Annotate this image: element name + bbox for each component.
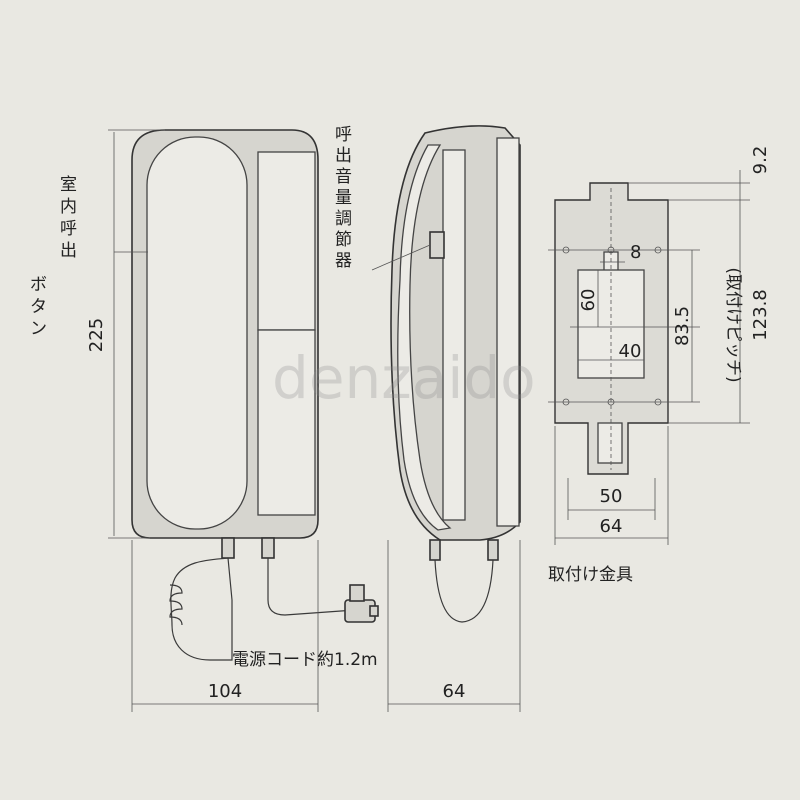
side-cord: [434, 559, 494, 623]
dim-8-text: 8: [630, 242, 641, 263]
dim-60-text: 60: [578, 289, 599, 312]
side-handset: [397, 144, 452, 531]
dim-225-text: 225: [86, 318, 107, 352]
watermark-text: denzaido: [272, 344, 536, 412]
dim-83-5-text: 83.5: [672, 306, 693, 346]
mounting-bracket-label: 取付け金具: [548, 565, 633, 585]
bracket-view: [548, 170, 750, 545]
svg-text:調: 調: [335, 209, 352, 229]
volume-control-knob: [429, 231, 445, 259]
front-view: [108, 129, 379, 712]
svg-text:量: 量: [335, 188, 352, 208]
svg-text:内: 内: [60, 197, 77, 217]
bracket-slot-bottom: [597, 422, 623, 464]
dim-104-text: 104: [208, 681, 242, 702]
dim-123-8-text: 123.8: [750, 289, 771, 341]
front-handset: [146, 136, 248, 530]
svg-text:タ: タ: [30, 297, 47, 317]
dim-64b-text: 64: [600, 516, 623, 537]
side-cord-plug-right: [487, 539, 499, 561]
call-volume-control-label: 呼 出 音 量 調 節 器: [335, 125, 352, 271]
svg-text:音: 音: [335, 167, 352, 187]
volume-control-leader: [371, 244, 431, 271]
front-lower-panel: [257, 329, 316, 516]
svg-text:ン: ン: [30, 319, 47, 339]
power-cord-label: 電源コード約1.2m: [232, 650, 378, 670]
svg-text:器: 器: [335, 251, 352, 271]
side-view: [371, 125, 521, 712]
dim-50-text: 50: [600, 486, 623, 507]
dim-40-text: 40: [619, 341, 642, 362]
svg-text:呼: 呼: [60, 219, 77, 239]
front-upper-panel: [257, 151, 316, 331]
svg-text:呼: 呼: [335, 125, 352, 145]
front-cord-plug-right: [261, 537, 275, 559]
mounting-pitch-label: (取付けピッチ): [723, 267, 743, 382]
svg-text:出: 出: [60, 241, 77, 261]
power-cord: [267, 558, 356, 616]
side-panel: [442, 149, 466, 521]
coiled-cord-shape: [169, 584, 183, 626]
side-rear: [496, 137, 520, 527]
svg-text:節: 節: [335, 230, 352, 250]
side-dim-64-text: 64: [443, 681, 466, 702]
svg-text:室: 室: [60, 175, 77, 195]
power-plug: [344, 584, 379, 623]
svg-text:ボ: ボ: [30, 275, 47, 295]
dim-9-2-text: 9.2: [750, 146, 771, 175]
svg-text:出: 出: [335, 146, 352, 166]
front-cord-plug-left: [221, 537, 235, 559]
side-cord-plug-left: [429, 539, 441, 561]
indoor-call-button-label: 室 内 呼 出 ボ タ ン: [30, 175, 77, 339]
